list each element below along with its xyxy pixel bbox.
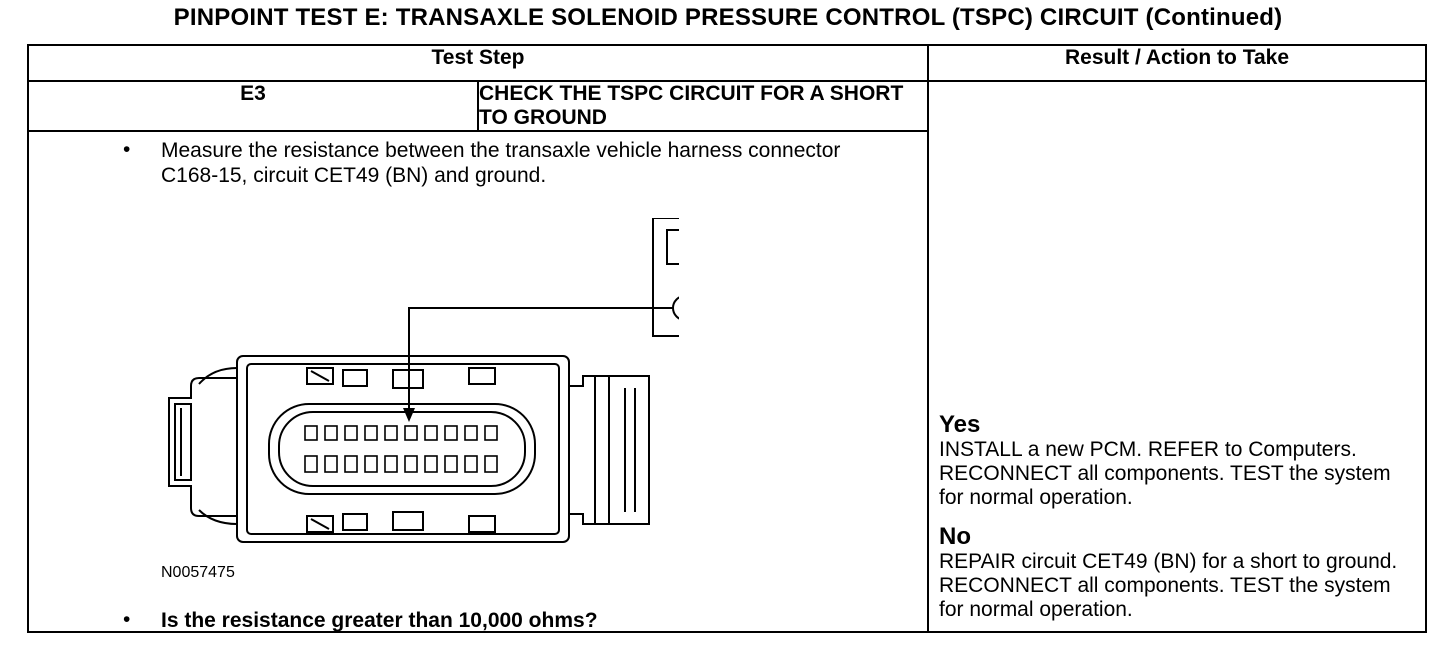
harness-connector: [168, 355, 650, 543]
measure-instruction: Measure the resistance between the trans…: [161, 139, 841, 187]
figure-id: N0057475: [161, 564, 235, 581]
result-cell: Yes INSTALL a new PCM. REFER to Computer…: [927, 80, 1427, 633]
meter-leads: [408, 307, 673, 410]
resistance-question: Is the resistance greater than 10,000 oh…: [161, 609, 598, 632]
ohmmeter: [652, 218, 679, 337]
no-label: No: [939, 523, 971, 550]
step-row: E3 CHECK THE TSPC CIRCUIT FOR A SHORT TO…: [27, 80, 1427, 633]
yes-label: Yes: [939, 411, 981, 438]
yes-result: Yes INSTALL a new PCM. REFER to Computer…: [939, 412, 1419, 510]
step-id: E3: [27, 80, 479, 132]
connector-pins: [304, 425, 498, 473]
step-body-row: • Measure the resistance between the tra…: [27, 130, 1426, 633]
pinpoint-test-table: Test Step Result / Action to Take E3 CHE…: [27, 44, 1427, 633]
header-row: Test Step Result / Action to Take: [27, 44, 1427, 82]
connector-meter-diagram: Ω + −: [168, 218, 679, 543]
test-step-header: Test Step: [27, 44, 929, 82]
bullet-icon: •: [123, 608, 131, 631]
no-result: No REPAIR circuit CET49 (BN) for a short…: [939, 524, 1419, 622]
bullet-icon: •: [123, 138, 131, 161]
step-heading: CHECK THE TSPC CIRCUIT FOR A SHORT TO GR…: [477, 80, 929, 132]
page-title: PINPOINT TEST E: TRANSAXLE SOLENOID PRES…: [173, 4, 1283, 31]
probe-tip-icon: [403, 408, 415, 422]
step-body: • Measure the resistance between the tra…: [27, 130, 929, 633]
yes-text: INSTALL a new PCM. REFER to Computers. R…: [939, 438, 1391, 509]
result-header: Result / Action to Take: [927, 44, 1427, 82]
no-text: REPAIR circuit CET49 (BN) for a short to…: [939, 550, 1398, 621]
